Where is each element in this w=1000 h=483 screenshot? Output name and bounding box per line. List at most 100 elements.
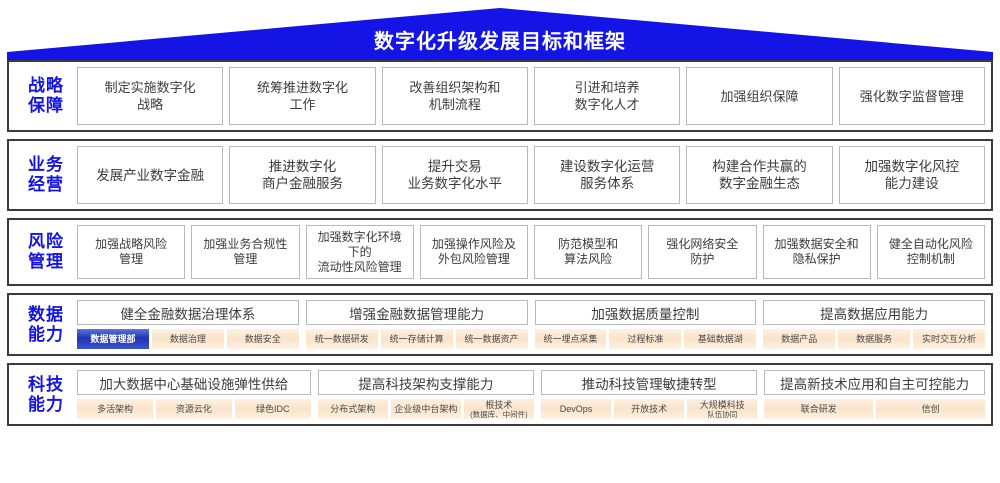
strategy-item[interactable]: 加强组织保障 [686,67,833,125]
data-tag[interactable]: 数据管理部 [77,329,149,349]
tech-tag-sublabel: (数据库、中间件) [470,409,528,419]
risk-item[interactable]: 加强数字化环境 下的 流动性风险管理 [305,225,414,279]
risk-item[interactable]: 防范模型和 算法风险 [534,225,643,279]
row-label-line2: 保障 [28,96,64,115]
tech-tag-label: 分布式架构 [330,404,376,414]
row-label-line2: 经营 [28,175,64,194]
tech-tag[interactable]: 开放技术 [614,399,685,419]
business-item[interactable]: 加强数字化风控 能力建设 [838,146,985,204]
data-tag-label: 统一数据研发 [314,334,369,344]
strategy-item[interactable]: 改善组织架构和 机制流程 [381,67,528,125]
tech-tag-label: 企业级中台架构 [394,404,458,414]
tech-group: 提高科技架构支撑能力 分布式架构 企业级中台架构 根技术 (数据库、中间件) [317,370,534,419]
tech-tag[interactable]: 企业级中台架构 [390,399,461,419]
data-group-title[interactable]: 提高数据应用能力 [763,300,985,325]
risk-item[interactable]: 强化网络安全 防护 [648,225,757,279]
row-label-line2: 能力 [28,394,64,414]
tech-group-tags: 联合研发 信创 [764,399,986,419]
tech-tag-label: 联合研发 [800,404,837,414]
tech-tag[interactable]: 根技术 (数据库、中间件) [463,399,534,419]
tech-tag[interactable]: 多活架构 [77,399,153,419]
row-label-tech-capability: 科技 能力 [15,370,77,419]
tech-tag[interactable]: 绿色IDC [234,399,311,419]
row-data-groups: 健全金融数据治理体系 数据管理部 数据治理 数据安全 增强金融数据管理能力 [77,300,986,349]
data-group-tags: 数据管理部 数据治理 数据安全 [77,329,299,349]
data-tag[interactable]: 统一存储计算 [380,329,453,349]
tech-group-title[interactable]: 提高科技架构支撑能力 [317,370,534,395]
data-tag[interactable]: 数据安全 [226,329,299,349]
data-tag-label: 数据产品 [781,334,818,344]
data-tag[interactable]: 统一数据资产 [455,329,528,349]
roof-shape-icon [7,8,993,60]
data-tag-label: 数据治理 [169,334,206,344]
row-label-line2: 管理 [28,252,64,271]
row-label-data-capability: 数据 能力 [15,300,77,349]
risk-item[interactable]: 健全自动化风险 控制机制 [876,225,985,279]
data-tag[interactable]: 基础数据湖 [684,329,757,349]
tech-tag-label: 根技术 [485,399,513,410]
row-label-line1: 科技 [28,374,64,394]
tech-tag[interactable]: 大规模科技 队伍协同 [687,399,758,419]
framework-diagram: 数字化升级发展目标和框架 战略 保障 制定实施数字化 战略 统筹推进数字化 工作… [0,8,1000,483]
title-banner: 数字化升级发展目标和框架 [7,8,993,60]
row-label-line1: 战略 [28,76,64,95]
business-item[interactable]: 发展产业数字金融 [77,146,224,204]
row-tech-capability: 科技 能力 加大数据中心基础设施弹性供给 多活架构 资源云化 绿色IDC [7,363,993,426]
tech-tag-label: 绿色IDC [255,404,290,414]
data-tag-label: 统一埋点采集 [543,334,598,344]
row-risk: 风险 管理 加强战略风险 管理 加强业务合规性 管理 加强数字化环境 下的 流动… [7,218,993,286]
tech-tag-label: 多活架构 [96,404,133,414]
data-tag-label: 基础数据湖 [697,334,743,344]
data-group-title[interactable]: 增强金融数据管理能力 [305,300,528,325]
risk-item[interactable]: 加强数据安全和 隐私保护 [762,225,871,279]
tech-tag[interactable]: 联合研发 [764,399,874,419]
data-group-tags: 数据产品 数据服务 实时交互分析 [763,329,986,349]
data-group: 提高数据应用能力 数据产品 数据服务 实时交互分析 [763,300,986,349]
tech-group-title[interactable]: 推动科技管理敏捷转型 [541,370,758,395]
data-group: 加强数据质量控制 统一埋点采集 过程标准 基础数据湖 [534,300,757,349]
data-group-title[interactable]: 健全金融数据治理体系 [77,300,299,325]
business-item[interactable]: 提升交易 业务数字化水平 [381,146,528,204]
tech-group: 提高新技术应用和自主可控能力 联合研发 信创 [764,370,986,419]
data-tag[interactable]: 统一埋点采集 [534,329,607,349]
row-tech-groups: 加大数据中心基础设施弹性供给 多活架构 资源云化 绿色IDC 提高科技架构支撑能… [77,370,986,419]
data-tag[interactable]: 数据治理 [151,329,224,349]
risk-item[interactable]: 加强战略风险 管理 [77,225,186,279]
row-strategy: 战略 保障 制定实施数字化 战略 统筹推进数字化 工作 改善组织架构和 机制流程… [7,60,993,132]
tech-group-title[interactable]: 提高新技术应用和自主可控能力 [764,370,986,395]
business-item[interactable]: 建设数字化运营 服务体系 [533,146,681,204]
strategy-item[interactable]: 制定实施数字化 战略 [77,67,224,125]
data-tag-label: 数据安全 [244,334,281,344]
risk-item[interactable]: 加强操作风险及 外包风险管理 [419,225,528,279]
data-tag[interactable]: 实时交互分析 [913,329,986,349]
data-tag[interactable]: 统一数据研发 [305,329,378,349]
tech-tag[interactable]: 资源云化 [155,399,232,419]
row-strategy-items: 制定实施数字化 战略 统筹推进数字化 工作 改善组织架构和 机制流程 引进和培养… [77,67,985,125]
tech-tag[interactable]: DevOps [541,399,612,419]
tech-group: 加大数据中心基础设施弹性供给 多活架构 资源云化 绿色IDC [77,370,311,419]
data-tag[interactable]: 过程标准 [609,329,682,349]
data-tag-label: 统一数据资产 [464,334,519,344]
tech-tag[interactable]: 信创 [876,399,986,419]
row-label-line2: 能力 [28,324,64,344]
row-label-line1: 风险 [28,232,64,251]
row-label-strategy: 战略 保障 [15,67,77,125]
risk-item[interactable]: 加强业务合规性 管理 [191,225,300,279]
strategy-item[interactable]: 引进和培养 数字化人才 [533,67,681,125]
tech-group: 推动科技管理敏捷转型 DevOps 开放技术 大规模科技 队伍协同 [541,370,758,419]
data-tag[interactable]: 数据产品 [763,329,836,349]
row-label-business: 业务 经营 [15,146,77,204]
data-tag-label: 过程标准 [627,334,664,344]
tech-group-tags: DevOps 开放技术 大规模科技 队伍协同 [541,399,758,419]
business-item[interactable]: 推进数字化 商户金融服务 [229,146,376,204]
strategy-item[interactable]: 统筹推进数字化 工作 [229,67,376,125]
data-group-title[interactable]: 加强数据质量控制 [534,300,757,325]
row-label-risk: 风险 管理 [15,225,77,279]
business-item[interactable]: 构建合作共赢的 数字金融生态 [686,146,833,204]
data-group: 健全金融数据治理体系 数据管理部 数据治理 数据安全 [77,300,299,349]
data-tag[interactable]: 数据服务 [838,329,911,349]
data-tag-label: 数据服务 [856,334,893,344]
tech-tag[interactable]: 分布式架构 [317,399,388,419]
strategy-item[interactable]: 强化数字监督管理 [838,67,985,125]
tech-group-title[interactable]: 加大数据中心基础设施弹性供给 [77,370,311,395]
